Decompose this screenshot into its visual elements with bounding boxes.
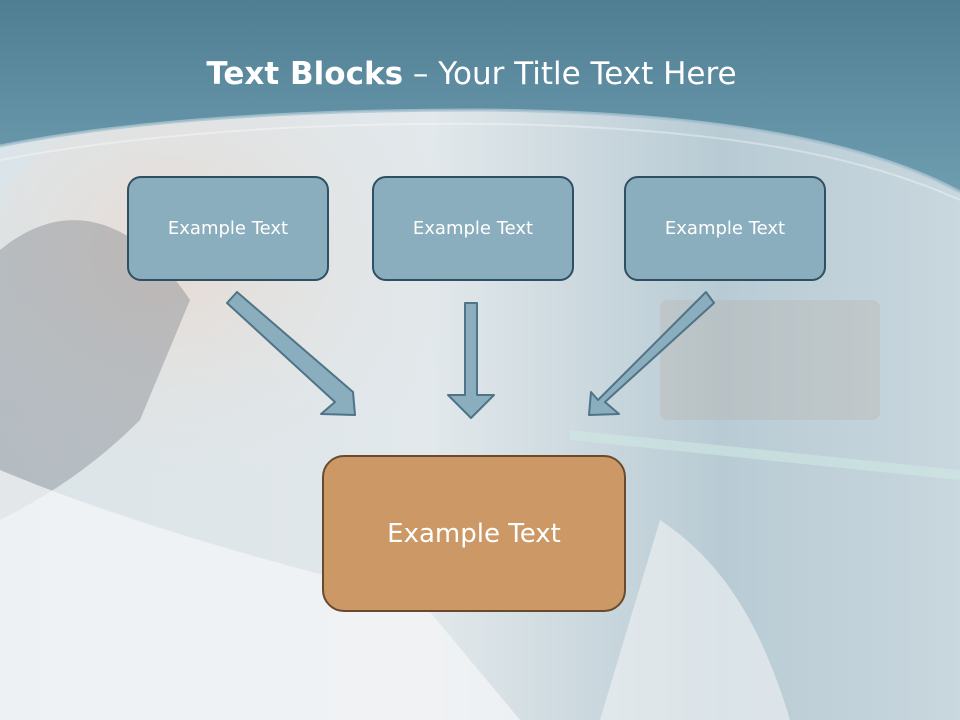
text-box-left[interactable]: Example Text — [127, 176, 329, 281]
slide-title: Text Blocks – Your Title Text Here — [0, 52, 943, 96]
arrow-right — [588, 291, 715, 416]
title-regular-part: – Your Title Text Here — [403, 56, 737, 92]
text-box-right[interactable]: Example Text — [624, 176, 826, 281]
arrow-center — [447, 302, 495, 419]
arrow-left — [226, 291, 356, 416]
text-box-bottom-label: Example Text — [387, 518, 561, 549]
title-bold-part: Text Blocks — [206, 56, 404, 92]
text-box-left-label: Example Text — [167, 218, 289, 239]
text-box-center-label: Example Text — [412, 218, 534, 239]
text-box-bottom[interactable]: Example Text — [322, 455, 626, 612]
text-box-center[interactable]: Example Text — [372, 176, 574, 281]
text-box-right-label: Example Text — [664, 218, 786, 239]
